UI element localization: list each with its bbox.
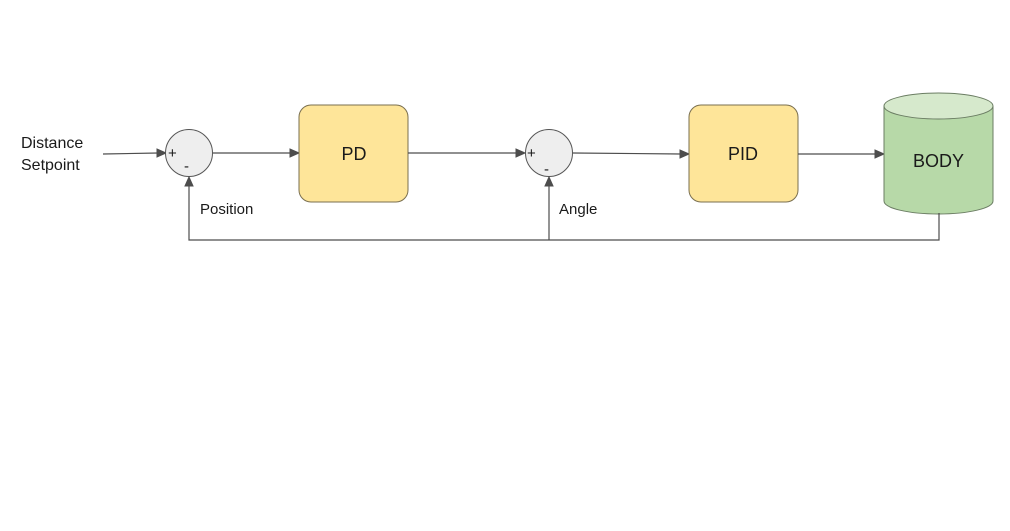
pd-block-label: PD xyxy=(341,144,366,164)
summer-1-minus: - xyxy=(184,158,189,175)
feedback-label-position: Position xyxy=(200,201,253,218)
pd-to-summer2-arrowhead xyxy=(515,148,527,158)
input-label-setpoint: Setpoint xyxy=(21,157,80,174)
position-feedback-arrowhead xyxy=(184,175,194,187)
summer-1-plus: + xyxy=(168,145,177,162)
summer-2-minus: - xyxy=(544,161,549,178)
input-wire xyxy=(102,152,159,155)
angle-feedback-arrowhead xyxy=(544,175,554,187)
pid-to-body-arrowhead xyxy=(874,149,886,159)
body-cylinder xyxy=(883,92,994,215)
summer2-to-pid-wire xyxy=(572,152,682,155)
body-block-label: BODY xyxy=(913,151,964,171)
body-cylinder-top xyxy=(883,92,994,120)
summer2-to-pid-arrowhead xyxy=(679,149,691,159)
input-arrowhead xyxy=(156,148,168,158)
input-label-distance: Distance xyxy=(21,135,83,152)
feedback-main-wire xyxy=(188,184,940,241)
feedback-label-angle: Angle xyxy=(559,201,597,218)
summer1-to-pd-arrowhead xyxy=(289,148,301,158)
pid-block-label: PID xyxy=(728,144,758,164)
summer-2-plus: + xyxy=(527,145,536,162)
